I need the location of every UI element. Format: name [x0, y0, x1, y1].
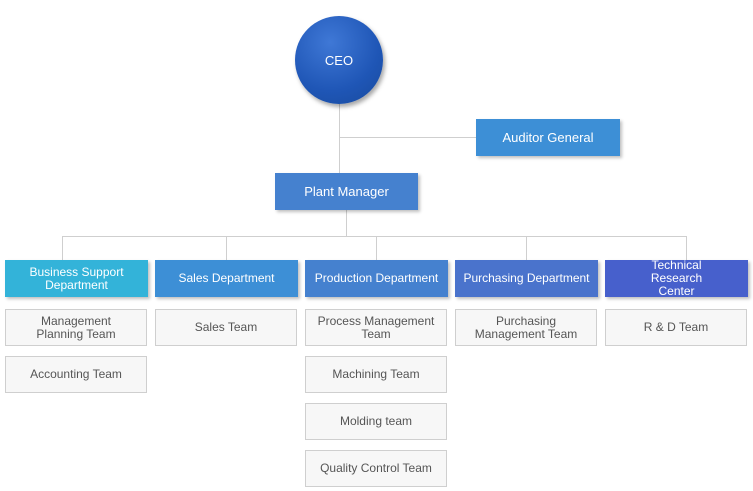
ceo-node: CEO — [295, 16, 383, 104]
team-quality-control: Quality Control Team — [305, 450, 447, 487]
team-process-management: Process Management Team — [305, 309, 447, 346]
connector-ceo-to-plant — [339, 104, 340, 173]
team-management-planning: Management Planning Team — [5, 309, 147, 346]
team-purchasing-management: Purchasing Management Team — [455, 309, 597, 346]
dept-technical-research: Technical Research Center — [605, 259, 748, 298]
connector-drop-business — [62, 236, 63, 260]
team-machining: Machining Team — [305, 356, 447, 393]
team-sales: Sales Team — [155, 309, 297, 346]
connector-horizontal-bus — [62, 236, 687, 237]
dept-production: Production Department — [305, 260, 448, 297]
plant-manager-node: Plant Manager — [275, 173, 418, 210]
connector-drop-production — [376, 236, 377, 260]
connector-drop-technical — [686, 236, 687, 260]
dept-sales: Sales Department — [155, 260, 298, 297]
dept-business-support: Business Support Department — [5, 260, 148, 297]
connector-plant-to-bus — [346, 210, 347, 236]
team-accounting: Accounting Team — [5, 356, 147, 393]
team-r-and-d: R & D Team — [605, 309, 747, 346]
connector-drop-purchasing — [526, 236, 527, 260]
connector-to-auditor — [339, 137, 476, 138]
dept-purchasing: Purchasing Department — [455, 260, 598, 297]
connector-drop-sales — [226, 236, 227, 260]
team-molding: Molding team — [305, 403, 447, 440]
auditor-general-node: Auditor General — [476, 119, 620, 156]
